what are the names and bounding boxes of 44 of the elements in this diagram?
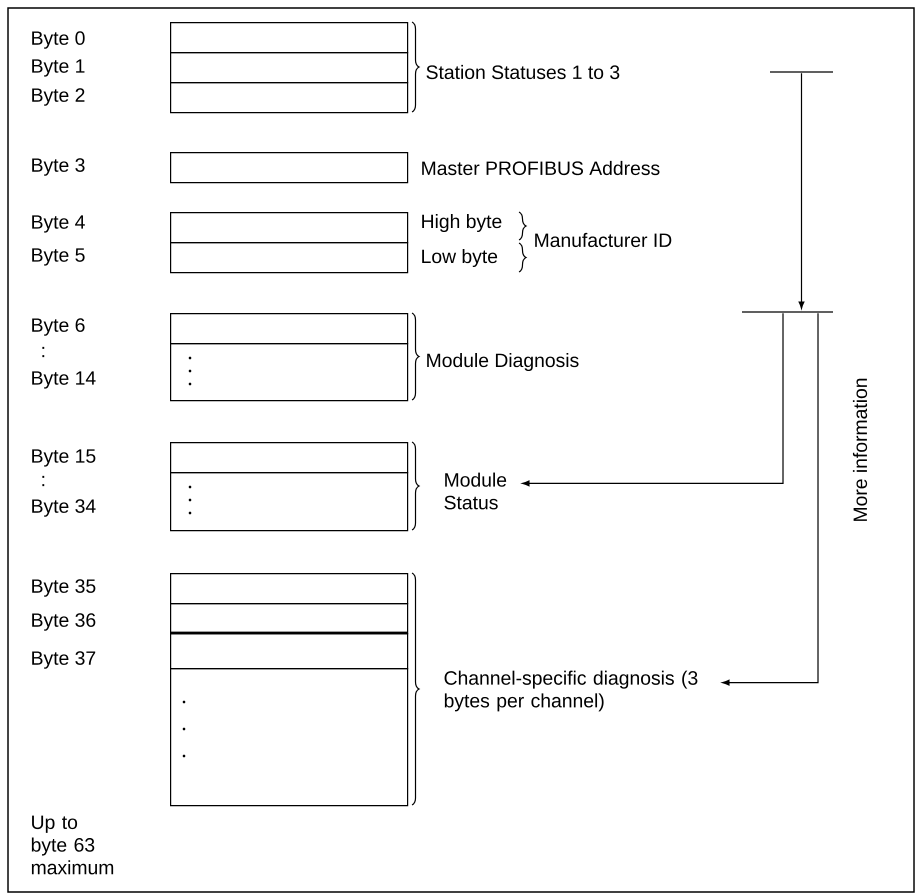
byte-field [170, 22, 408, 54]
byte-field [170, 242, 408, 274]
description-text: Module Status [444, 472, 506, 510]
label-text: Byte 34 [32, 499, 96, 517]
byte-field [170, 212, 408, 244]
label-text: Byte 35 [32, 579, 96, 597]
label-text: Byte 0 [32, 31, 85, 49]
arrow [722, 313, 819, 686]
label-text: Manufacturer ID [535, 232, 672, 248]
byte-field [170, 633, 408, 670]
byte-field [170, 573, 408, 604]
label-text: Station Statuses 1 to 3 [426, 64, 620, 80]
label-text: : [42, 346, 44, 358]
label-text: More information [852, 378, 868, 521]
label-text: Up to byte 63 maximum [32, 816, 114, 874]
label-text: Byte 15 [32, 449, 96, 467]
arrow [522, 313, 784, 486]
byte-field [170, 343, 408, 402]
label-text: Byte 5 [32, 248, 85, 266]
byte-field [170, 442, 408, 474]
label-text: High byte [422, 214, 502, 232]
description-text: Channel-specific diagnosis (3 bytes per channel) [444, 670, 698, 712]
byte-field [170, 313, 408, 344]
label-text: Byte 2 [32, 88, 84, 106]
byte-field [170, 152, 408, 184]
label-text: Byte 37 [32, 651, 96, 669]
arrow [798, 73, 804, 309]
byte-field [170, 668, 408, 806]
label-text: Module Diagnosis [427, 352, 579, 371]
label-text: Byte 14 [32, 371, 96, 389]
label-text: Byte 4 [32, 215, 85, 233]
label-text: : [42, 476, 44, 486]
byte-field [170, 52, 408, 84]
bar-line [770, 71, 833, 73]
label-text: Byte 36 [32, 613, 96, 631]
label-text: Low byte [422, 248, 498, 267]
byte-field [170, 82, 408, 114]
byte-field [170, 603, 408, 634]
label-text: Byte 6 [32, 318, 85, 336]
bar-line [742, 311, 833, 313]
label-text: Byte 3 [32, 158, 85, 176]
byte-field [170, 472, 408, 532]
label-text: Master PROFIBUS Address [422, 160, 660, 176]
label-text: Byte 1 [32, 59, 84, 77]
